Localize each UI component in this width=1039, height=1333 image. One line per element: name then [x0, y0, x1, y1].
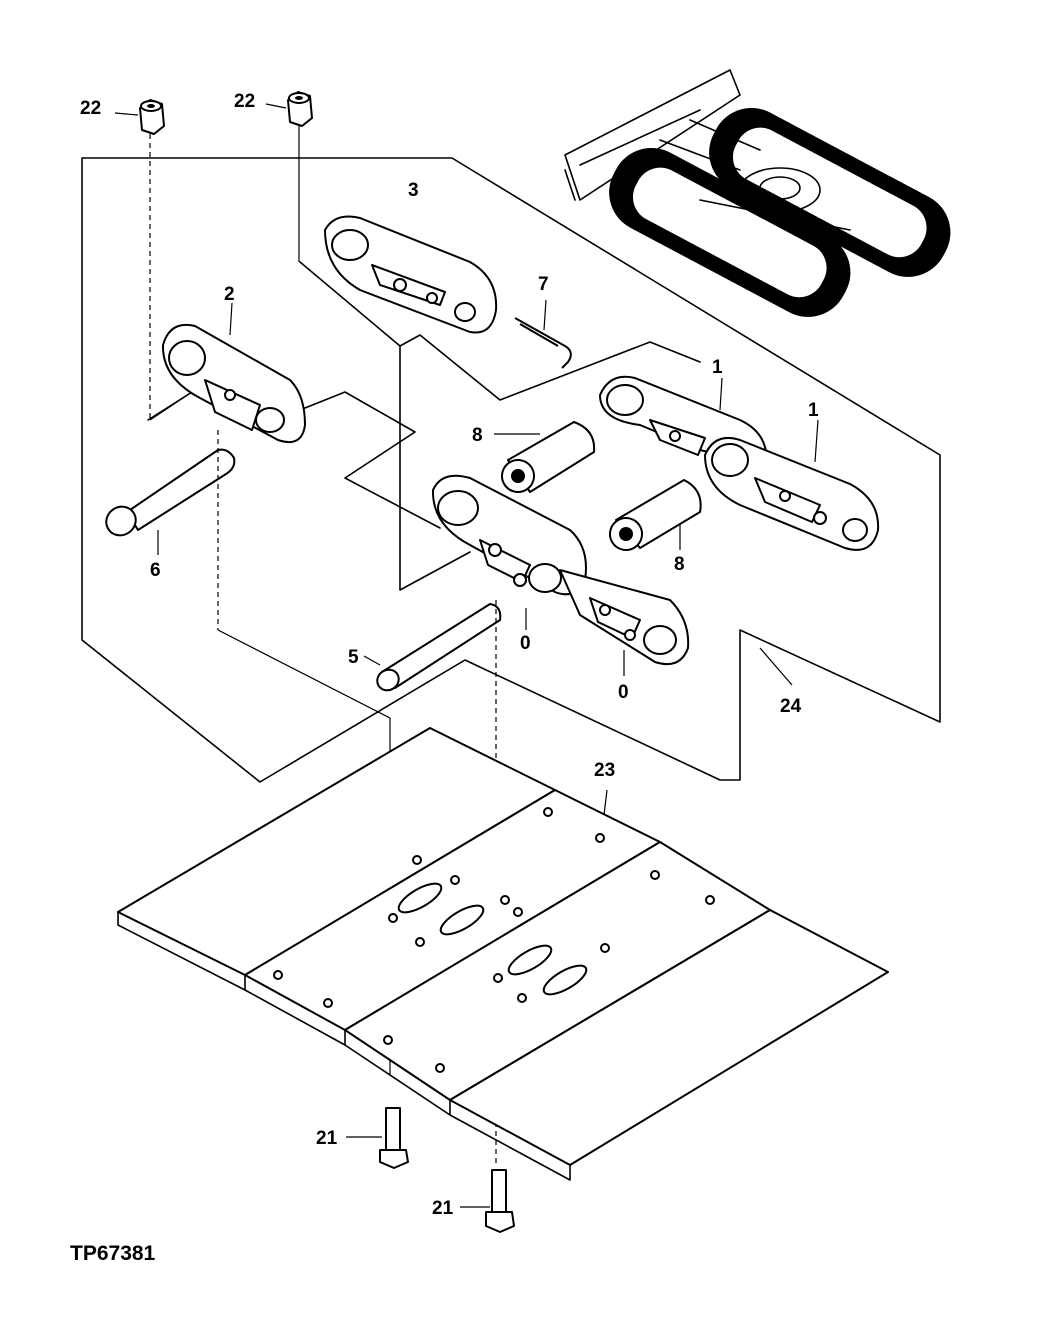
bushing-8-lower — [609, 479, 702, 551]
master-link-3 — [324, 215, 498, 334]
track-pin-5 — [363, 603, 502, 692]
link-inner-outline — [299, 261, 701, 591]
callout-1-left: 1 — [712, 357, 723, 378]
callout-1-right: 1 — [808, 400, 819, 421]
figure-id: TP67381 — [70, 1242, 156, 1265]
callout-22-left: 22 — [80, 98, 101, 119]
link-group-outline — [81, 157, 941, 783]
callout-21-left: 21 — [316, 1128, 338, 1149]
track-link-2 — [161, 302, 306, 444]
callout-7: 7 — [538, 274, 549, 295]
bolt-21-right — [460, 1169, 515, 1233]
nut-22-left — [114, 99, 193, 421]
nut-22-right — [265, 91, 313, 262]
callout-8-upper: 8 — [472, 425, 483, 446]
callout-6: 6 — [150, 560, 161, 581]
callout-22-right: 22 — [234, 91, 255, 112]
callout-23: 23 — [594, 760, 615, 781]
callout-21-right: 21 — [432, 1198, 454, 1219]
callout-0-lower: 0 — [618, 682, 629, 703]
bolt-21-left — [346, 1107, 409, 1169]
callout-24: 24 — [780, 696, 802, 717]
undercarriage-inset-illustration — [564, 69, 951, 317]
callout-3: 3 — [408, 180, 419, 201]
leader-24 — [759, 647, 793, 686]
callout-2: 2 — [224, 284, 235, 305]
callout-0-upper: 0 — [520, 633, 531, 654]
assembled-link-center — [431, 474, 690, 676]
callout-8-lower: 8 — [674, 554, 685, 575]
bushing-8-upper — [494, 421, 596, 493]
track-shoes-23 — [117, 727, 889, 1181]
callout-5: 5 — [348, 647, 359, 668]
track-link-1-b — [704, 419, 880, 551]
cotter-pin-7 — [514, 299, 572, 369]
